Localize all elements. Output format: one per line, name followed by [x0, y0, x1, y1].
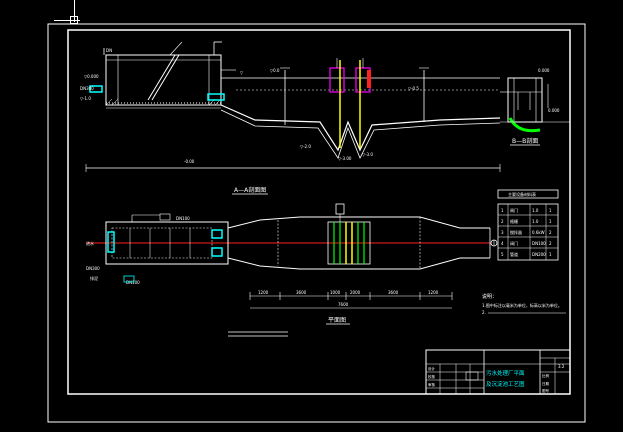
crosshair-pickbox	[70, 16, 78, 24]
plan-title: 平面图	[328, 317, 346, 324]
svg-text:▽: ▽	[240, 70, 244, 75]
svg-text:图号: 图号	[542, 388, 550, 393]
svg-text:DN300: DN300	[86, 266, 100, 271]
svg-text:1.0: 1.0	[532, 208, 539, 213]
section-b-b[interactable]: 0.000 0.000 B—B剖面	[500, 68, 570, 146]
svg-text:进水: 进水	[86, 240, 94, 246]
project-title-2: 及沉淀池工艺图	[486, 380, 525, 388]
svg-text:DN300: DN300	[80, 86, 94, 91]
section-left-structure	[105, 54, 222, 106]
dim-center-1: 1000	[330, 290, 341, 295]
svg-text:▽-3.0: ▽-3.0	[362, 152, 373, 157]
svg-text:闸门: 闸门	[510, 207, 518, 213]
svg-text:排泥: 排泥	[90, 275, 98, 281]
svg-text:▽-1.0: ▽-1.0	[80, 96, 91, 101]
note-line-1: 1.图中标注以毫米为单位，标高以米为单位。	[482, 302, 562, 308]
plan-total-dim: 7600	[338, 302, 349, 307]
side-title: B—B剖面	[512, 137, 538, 145]
inlet-pipe	[89, 85, 103, 93]
svg-text:▽0.0: ▽0.0	[270, 68, 280, 73]
dim-right: 1200	[428, 290, 439, 295]
dim-left: 1200	[258, 290, 269, 295]
plan-channel-top	[227, 216, 490, 229]
svg-text:日期: 日期	[542, 381, 550, 386]
drawing-number: 3.2	[558, 364, 565, 369]
svg-text:DN200: DN200	[532, 252, 546, 257]
svg-text:▽-0.5: ▽-0.5	[408, 86, 419, 91]
dim-mid-left: 3600	[296, 290, 307, 295]
dim-mid-right: 3600	[388, 290, 399, 295]
outer-sheet-border	[47, 23, 586, 423]
bb-pipe	[508, 117, 541, 133]
plan-channel-bottom	[227, 257, 490, 270]
svg-text:阀门: 阀门	[510, 240, 518, 246]
dim-center-2: 2000	[350, 290, 361, 295]
svg-text:DN100: DN100	[532, 241, 546, 246]
svg-text:4: 4	[501, 241, 504, 246]
inner-frame-border	[67, 29, 571, 395]
notes: 说明： 1.图中标注以毫米为单位，标高以米为单位。 2.	[482, 293, 566, 315]
crosshair-horizontal	[54, 20, 80, 21]
title-block[interactable]: 污水处理厂平面 及沉淀池工艺图 3.2 设计 校核 审核 比例 日期 图号	[425, 349, 571, 395]
svg-text:DN100: DN100	[176, 216, 190, 221]
svg-text:▽0.000: ▽0.000	[84, 74, 99, 79]
section-level-left: -0.00	[184, 159, 195, 164]
svg-text:1: 1	[549, 219, 552, 224]
plan-view[interactable]: 进水 DN300 排泥 DN100 DN100 120	[86, 203, 498, 337]
crosshair-vertical	[74, 0, 75, 22]
equipment-table[interactable]: 主要设备材料表 1 闸门 1.0 1 2 格栅 1.0 1 3	[497, 189, 559, 261]
svg-text:2: 2	[549, 241, 552, 246]
note-line-2: 2.	[482, 310, 486, 315]
svg-text:▽-3.00: ▽-3.00	[338, 156, 352, 161]
bb-level-2: 0.000	[548, 108, 560, 113]
svg-text:比例: 比例	[542, 373, 550, 378]
svg-text:管道: 管道	[510, 251, 518, 257]
svg-text:1: 1	[501, 208, 504, 213]
svg-text:设计: 设计	[428, 366, 436, 371]
section-title: A—A剖面图	[234, 186, 266, 194]
svg-text:1: 1	[549, 252, 552, 257]
svg-text:校核: 校核	[428, 374, 436, 379]
svg-text:0.6kW: 0.6kW	[532, 230, 545, 235]
svg-text:1: 1	[549, 208, 552, 213]
mixer-left	[329, 67, 345, 93]
svg-text:DN100: DN100	[126, 280, 140, 285]
svg-text:2: 2	[549, 230, 552, 235]
svg-text:DN: DN	[106, 48, 112, 53]
notes-title: 说明：	[482, 293, 497, 300]
outlet-pipe	[207, 93, 225, 101]
svg-text:审核: 审核	[428, 382, 436, 387]
svg-text:格栅: 格栅	[510, 218, 518, 224]
svg-text:▽-2.0: ▽-2.0	[300, 144, 311, 149]
equipment-table-header: 主要设备材料表	[508, 191, 536, 197]
svg-text:2: 2	[501, 219, 504, 224]
svg-text:5: 5	[501, 252, 504, 257]
svg-text:搅拌器: 搅拌器	[510, 229, 522, 235]
svg-text:1.0: 1.0	[532, 219, 539, 224]
section-a-a[interactable]: ▽0.000 DN300 ▽-1.0 DN	[80, 41, 501, 195]
channel-profile	[220, 104, 501, 152]
project-title-1: 污水处理厂平面	[486, 369, 525, 377]
svg-text:3: 3	[501, 230, 504, 235]
bb-level-1: 0.000	[538, 68, 550, 73]
